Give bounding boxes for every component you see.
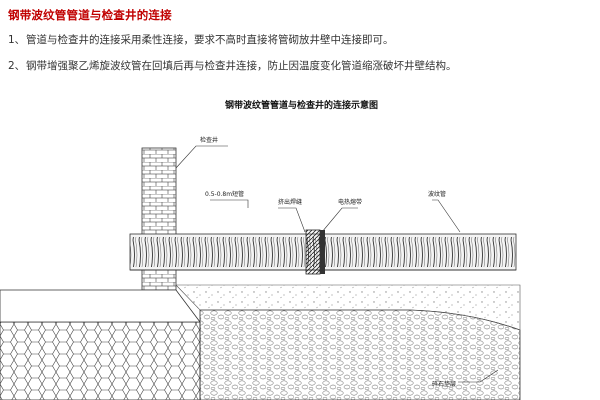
note-text: 钢带增强聚乙烯旋波纹管在回填后再与检查井连接，防止因温度变化管道缩涨破坏井壁结构…: [26, 60, 457, 72]
electrofusion-band: [305, 229, 321, 275]
extrusion-weld-label: 挤出焊缝: [278, 198, 302, 206]
manhole-label: 检查井: [200, 136, 218, 144]
corrugated-pipe-label: 波纹管: [428, 190, 446, 198]
backfill-soil: [175, 284, 521, 331]
short-pipe-label: 0.5-0.8m短管: [205, 190, 244, 198]
foundation-block: [0, 289, 201, 400]
note-number: 2、: [8, 60, 26, 72]
gravel-layer: [199, 309, 521, 400]
electrofusion-tape-label: 电热熔带: [338, 198, 362, 206]
annotation-leaders: [175, 145, 499, 383]
diagram-title: 钢带波纹管管道与检查井的连接示意图: [225, 99, 378, 111]
note-item-1: 1、管道与检查井的连接采用柔性连接，要求不高时直接将管砌放井壁中连接即可。: [8, 32, 394, 47]
gravel-cushion-label: 碎石垫层: [432, 380, 456, 388]
connection-diagram: 钢带波纹管管道与检查井的连接示意图: [0, 99, 521, 400]
extrusion-weld: [320, 230, 325, 274]
note-number: 1、: [8, 34, 26, 46]
note-item-2: 2、钢带增强聚乙烯旋波纹管在回填后再与检查井连接，防止因温度变化管道缩涨破坏井壁…: [8, 58, 457, 73]
page-title: 钢带波纹管管道与检查井的连接: [8, 8, 172, 22]
note-text: 管道与检查井的连接采用柔性连接，要求不高时直接将管砌放井壁中连接即可。: [26, 34, 394, 46]
